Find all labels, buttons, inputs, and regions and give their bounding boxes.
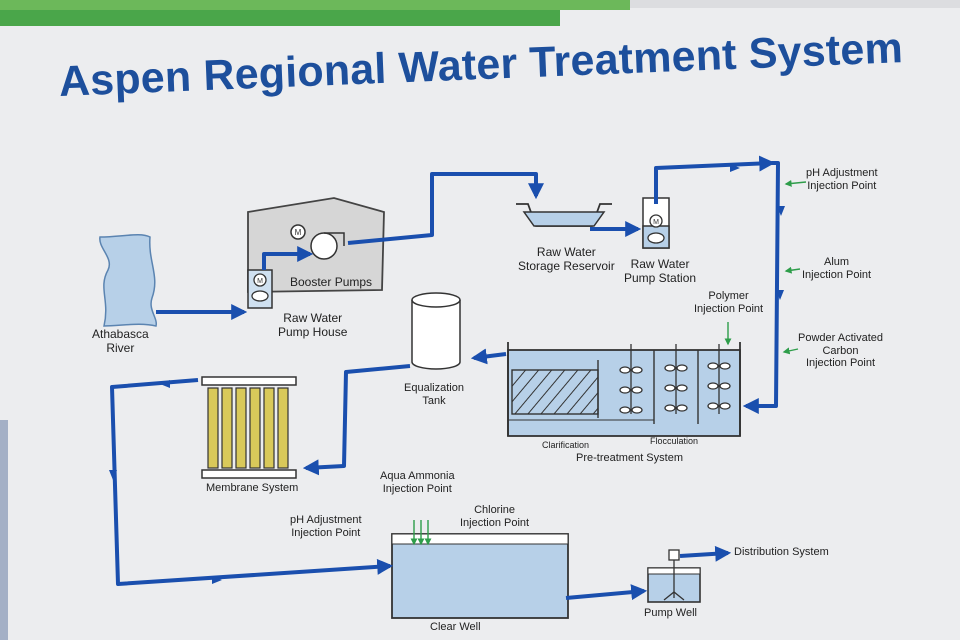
motor-icon [253,273,267,287]
label-booster-pumps: Booster Pumps [290,275,373,289]
pipe-to-distribution [679,545,732,562]
svg-text:M: M [257,278,263,285]
label-pretreatment: Pre-treatment System [576,452,683,464]
pipe-from-pumpstation [654,155,776,204]
motor-icon [668,549,680,561]
mixer-icon [707,344,731,414]
athabasca-river [99,234,157,327]
pump-icon [310,232,338,260]
pac-injection-arrow [782,347,799,355]
svg-text:M: M [653,219,659,226]
label-distribution-system: Distribution System [734,546,829,558]
poster-edge [0,420,8,640]
motor-icon [290,224,306,240]
motor-icon [649,214,663,228]
label-pump-well: Pump Well [644,607,697,619]
pump-icon [663,591,685,601]
pump-icon [647,232,665,244]
alum-injection-arrow [784,266,801,274]
membrane-system [201,376,297,479]
pipe-to-clearwell [110,378,394,586]
label-flocculation: Flocculation [650,436,699,446]
pipe-to-pumpwell [565,584,648,601]
banner-stripe-green [0,10,560,26]
clear-well [391,533,569,619]
pipe-internal [262,246,314,270]
label-clear-well: Clear Well [430,621,481,633]
banner-stripe-light [0,0,630,10]
label-membrane-system: Membrane System [206,482,299,494]
settling-plates [511,369,599,415]
flow-arrows [109,164,785,584]
mixer-icon [619,344,643,414]
mixer-icon [664,344,688,414]
ph-top-injection-arrow [784,179,807,187]
svg-text:M: M [295,228,302,237]
label-clarification: Clarification [542,440,590,450]
pipe-to-membrane [302,364,411,476]
equalization-tank [411,300,461,370]
pipe-to-eqtank [470,348,507,365]
pipe-to-reservoir [347,172,544,245]
pump-icon [251,290,269,302]
pipe-chemical-line [742,161,780,414]
